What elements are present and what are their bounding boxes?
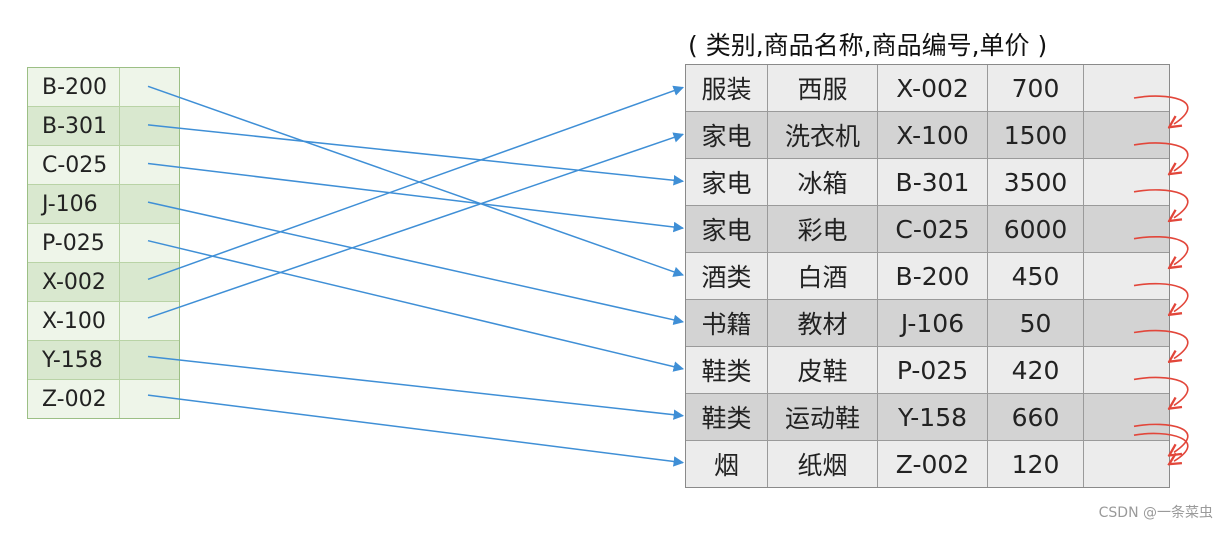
data-row: 家电 洗衣机 X-100 1500 <box>686 112 1169 159</box>
next-pointer-cell <box>1084 347 1169 393</box>
price-cell: 700 <box>988 65 1084 111</box>
data-row: 家电 冰箱 B-301 3500 <box>686 159 1169 206</box>
price-cell: 120 <box>988 441 1084 487</box>
index-pointer-cell <box>120 146 179 184</box>
index-table: B-200 B-301 C-025 J-106 P-025 X-002 X-10… <box>27 67 180 419</box>
index-pointer-arrow <box>147 239 685 372</box>
index-pointer-arrow <box>147 124 685 186</box>
index-pointer-cell <box>120 263 179 301</box>
index-key: X-100 <box>28 302 120 340</box>
name-cell: 彩电 <box>768 206 878 252</box>
watermark: CSDN @一条菜虫 <box>1098 505 1213 521</box>
code-cell: Z-002 <box>878 441 988 487</box>
index-pointer-arrow <box>147 355 685 420</box>
index-pointer-arrow <box>147 85 684 277</box>
price-cell: 450 <box>988 253 1084 299</box>
data-row: 鞋类 运动鞋 Y-158 660 <box>686 394 1169 441</box>
index-row: X-002 <box>28 263 179 302</box>
index-row: P-025 <box>28 224 179 263</box>
next-pointer-cell <box>1084 112 1169 158</box>
category-cell: 服装 <box>686 65 768 111</box>
index-key: B-200 <box>28 68 120 106</box>
code-cell: C-025 <box>878 206 988 252</box>
price-cell: 6000 <box>988 206 1084 252</box>
name-cell: 西服 <box>768 65 878 111</box>
name-cell: 洗衣机 <box>768 112 878 158</box>
name-cell: 运动鞋 <box>768 394 878 440</box>
index-pointer-arrow <box>147 85 684 281</box>
index-row: B-301 <box>28 107 179 146</box>
index-key: J-106 <box>28 185 120 223</box>
name-cell: 纸烟 <box>768 441 878 487</box>
index-key: Z-002 <box>28 380 120 418</box>
price-cell: 420 <box>988 347 1084 393</box>
next-pointer-cell <box>1084 300 1169 346</box>
index-key: Y-158 <box>28 341 120 379</box>
data-row: 书籍 教材 J-106 50 <box>686 300 1169 347</box>
index-pointer-arrow <box>147 394 685 467</box>
next-pointer-cell <box>1084 65 1169 111</box>
category-cell: 家电 <box>686 159 768 205</box>
index-pointer-cell <box>120 302 179 340</box>
index-pointer-cell <box>120 107 179 145</box>
index-row: C-025 <box>28 146 179 185</box>
index-row: B-200 <box>28 68 179 107</box>
name-cell: 白酒 <box>768 253 878 299</box>
data-row: 烟 纸烟 Z-002 120 <box>686 441 1169 487</box>
index-pointer-cell <box>120 380 179 418</box>
index-key: C-025 <box>28 146 120 184</box>
index-pointer-cell <box>120 341 179 379</box>
next-pointer-cell <box>1084 394 1169 440</box>
category-cell: 书籍 <box>686 300 768 346</box>
index-pointer-cell <box>120 185 179 223</box>
code-cell: J-106 <box>878 300 988 346</box>
index-row: J-106 <box>28 185 179 224</box>
category-cell: 家电 <box>686 206 768 252</box>
next-pointer-cell <box>1084 159 1169 205</box>
code-cell: X-100 <box>878 112 988 158</box>
index-pointer-arrow <box>147 201 685 326</box>
data-row: 服装 西服 X-002 700 <box>686 65 1169 112</box>
category-cell: 鞋类 <box>686 394 768 440</box>
next-pointer-cell <box>1084 441 1169 487</box>
name-cell: 冰箱 <box>768 159 878 205</box>
next-pointer-cell <box>1084 253 1169 299</box>
table-caption: ( 类别,商品名称,商品编号,单价 ) <box>688 31 1048 60</box>
index-key: B-301 <box>28 107 120 145</box>
data-table: 服装 西服 X-002 700 家电 洗衣机 X-100 1500 家电 冰箱 … <box>685 64 1170 488</box>
code-cell: X-002 <box>878 65 988 111</box>
index-key: P-025 <box>28 224 120 262</box>
index-pointer-cell <box>120 68 179 106</box>
data-row: 酒类 白酒 B-200 450 <box>686 253 1169 300</box>
code-cell: B-301 <box>878 159 988 205</box>
category-cell: 家电 <box>686 112 768 158</box>
data-row: 鞋类 皮鞋 P-025 420 <box>686 347 1169 394</box>
index-pointer-cell <box>120 224 179 262</box>
code-cell: P-025 <box>878 347 988 393</box>
name-cell: 皮鞋 <box>768 347 878 393</box>
next-pointer-cell <box>1084 206 1169 252</box>
index-pointer-arrow <box>147 162 685 233</box>
price-cell: 1500 <box>988 112 1084 158</box>
index-row: Y-158 <box>28 341 179 380</box>
price-cell: 50 <box>988 300 1084 346</box>
price-cell: 3500 <box>988 159 1084 205</box>
data-row: 家电 彩电 C-025 6000 <box>686 206 1169 253</box>
index-key: X-002 <box>28 263 120 301</box>
name-cell: 教材 <box>768 300 878 346</box>
category-cell: 烟 <box>686 441 768 487</box>
category-cell: 酒类 <box>686 253 768 299</box>
index-row: X-100 <box>28 302 179 341</box>
code-cell: Y-158 <box>878 394 988 440</box>
index-pointer-arrow <box>147 132 684 319</box>
index-row: Z-002 <box>28 380 179 418</box>
code-cell: B-200 <box>878 253 988 299</box>
price-cell: 660 <box>988 394 1084 440</box>
category-cell: 鞋类 <box>686 347 768 393</box>
